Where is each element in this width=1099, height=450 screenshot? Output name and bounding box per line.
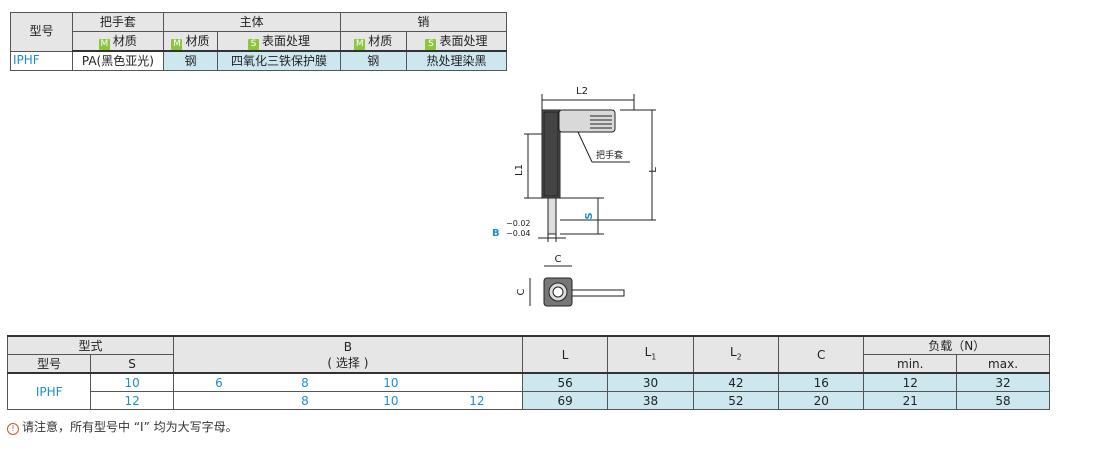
header-S: S [90, 354, 174, 374]
header-max: max. [956, 354, 1050, 374]
material-badge-icon: M [171, 38, 183, 50]
warning-icon: ! [7, 423, 19, 435]
tolerance-upper: −0.02 [506, 219, 531, 228]
dim-B: B [492, 228, 500, 239]
spec-table: 型式 B( 选择 ) L L1 L2 C 负载（N） 型号 S min. max… [6, 335, 1050, 410]
tolerance-lower: −0.04 [506, 229, 531, 238]
body-material-cell: 钢 [162, 50, 219, 71]
pin-material-cell: 钢 [339, 50, 407, 71]
dim-C-side: C [516, 288, 527, 295]
s-cell: 10 [90, 372, 174, 392]
header-L1: L1 [607, 335, 694, 374]
pin-shape [547, 197, 557, 235]
note-text: 请注意，所有型号中 “I” 均为大写字母。 [22, 420, 238, 434]
l2-cell: 52 [692, 391, 780, 410]
material-badge-icon: M [354, 38, 366, 50]
header-load: 负载（N） [863, 335, 1050, 355]
dim-S: S [584, 212, 595, 219]
min-cell: 12 [863, 372, 958, 392]
c-cell: 20 [778, 391, 865, 410]
max-cell: 58 [956, 391, 1050, 410]
uppercase-note: !请注意，所有型号中 “I” 均为大写字母。 [7, 418, 238, 435]
l1-cell: 30 [607, 372, 694, 392]
material-badge-icon: M [98, 38, 110, 50]
handle-material-cell: PA(黑色亚光) [72, 50, 164, 71]
l2-cell: 42 [692, 372, 780, 392]
header-pin: 销 [339, 12, 508, 32]
header-min: min. [863, 354, 958, 374]
surface-badge-icon: S [425, 38, 437, 50]
header-model: 型号 [6, 354, 92, 374]
l-cell: 69 [521, 391, 609, 410]
max-cell: 32 [956, 372, 1050, 392]
c-cell: 16 [778, 372, 865, 392]
pin-surface-cell: 热处理染黑 [405, 50, 508, 71]
model-cell: IPHF [9, 50, 74, 71]
l1-cell: 38 [607, 391, 694, 410]
header-handle: 把手套 [72, 12, 164, 32]
dim-L1: L1 [514, 164, 525, 176]
dim-L2: L2 [576, 86, 588, 97]
header-L: L [521, 335, 609, 374]
model-cell: IPHF [6, 372, 92, 410]
dim-C-top: C [555, 254, 562, 265]
header-body: 主体 [162, 12, 341, 32]
body-surface-cell: 四氧化三铁保护膜 [217, 50, 341, 71]
header-type: 型式 [7, 335, 174, 355]
dim-L: L [648, 167, 659, 173]
header-B: B( 选择 ) [172, 335, 523, 374]
min-cell: 21 [863, 391, 958, 410]
handle-shape [558, 109, 616, 133]
technical-drawing: L2 L L1 S B −0.02 −0.04 把手套 C C [492, 86, 659, 307]
surface-badge-icon: S [247, 38, 259, 50]
header-C: C [778, 335, 865, 374]
l-cell: 56 [521, 372, 609, 392]
header-model: 型号 [9, 12, 74, 52]
handle-callout: 把手套 [596, 149, 623, 161]
s-cell: 12 [90, 391, 174, 410]
header-L2: L2 [692, 335, 780, 374]
